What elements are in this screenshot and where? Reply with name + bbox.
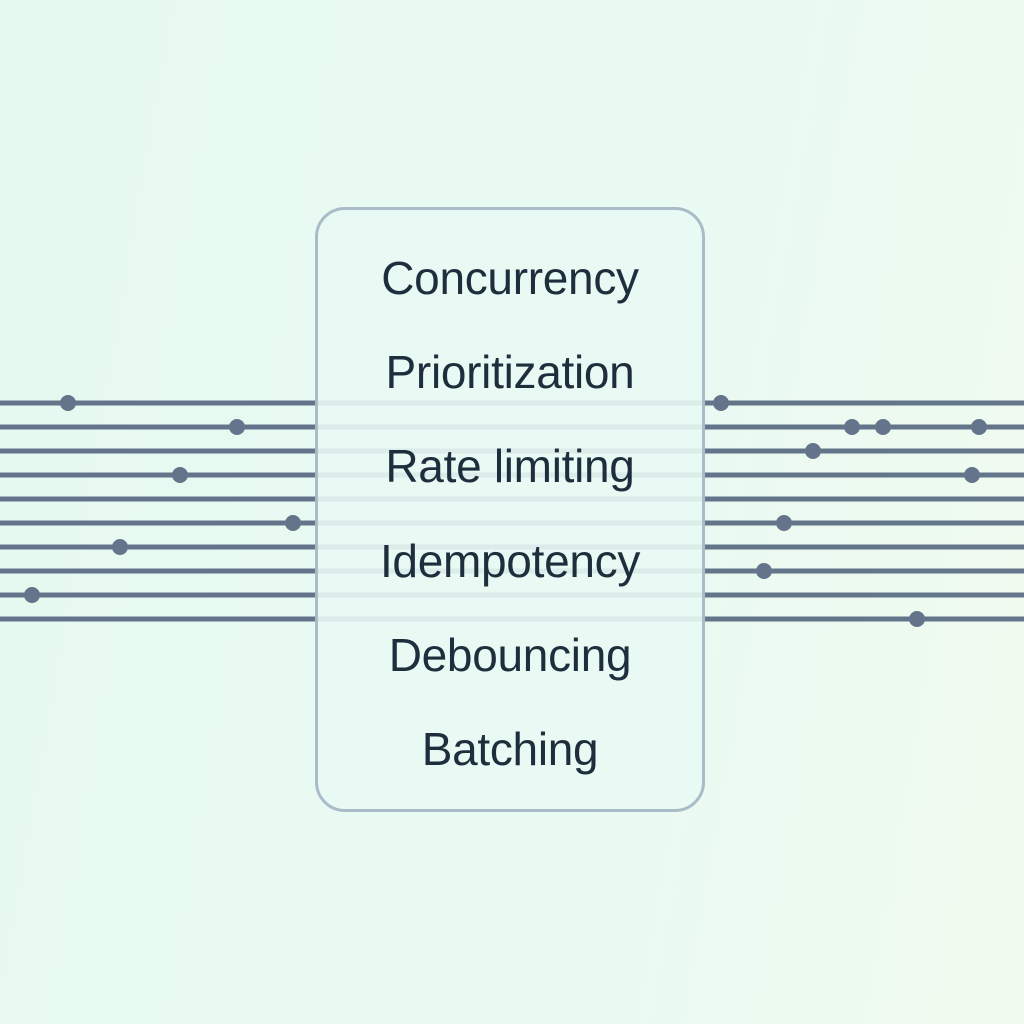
flow-dot xyxy=(112,539,128,555)
flow-dot xyxy=(844,419,860,435)
flow-dot xyxy=(713,395,729,411)
flow-dot xyxy=(756,563,772,579)
flow-dot xyxy=(285,515,301,531)
flow-dot xyxy=(909,611,925,627)
flow-dot xyxy=(964,467,980,483)
flow-dot xyxy=(229,419,245,435)
flow-dot xyxy=(24,587,40,603)
flow-dot xyxy=(971,419,987,435)
card-label-rate-limiting: Rate limiting xyxy=(385,440,635,493)
card-label-batching: Batching xyxy=(421,722,599,775)
flow-dot xyxy=(172,467,188,483)
flow-dot xyxy=(805,443,821,459)
card-label-debouncing: Debouncing xyxy=(388,628,632,681)
flow-dot xyxy=(60,395,76,411)
techniques-card: Concurrency Prioritization Rate limiting… xyxy=(315,207,705,812)
card-label-prioritization: Prioritization xyxy=(385,346,635,399)
flow-dot xyxy=(875,419,891,435)
card-label-idempotency: Idempotency xyxy=(379,534,641,587)
flow-dot xyxy=(776,515,792,531)
card-label-concurrency: Concurrency xyxy=(381,252,639,304)
